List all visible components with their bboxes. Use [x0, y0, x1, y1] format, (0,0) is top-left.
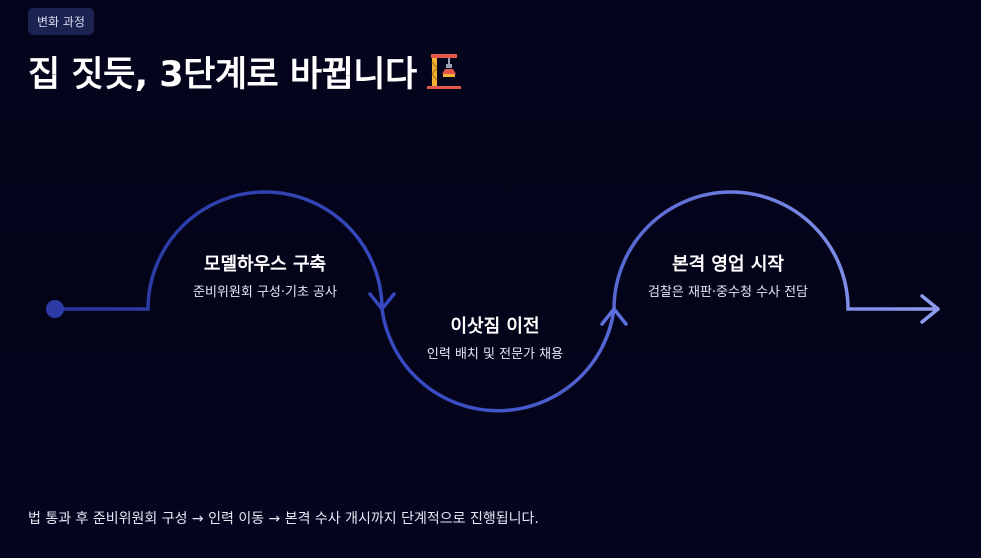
step-1-desc: 준비위원회 구성·기초 공사 — [193, 285, 337, 300]
arrow-up-icon — [600, 307, 628, 326]
title-text: 집 짓듯, 3단계로 바뀝니다 — [28, 55, 417, 95]
step-1-title: 모델하우스 구축 — [203, 254, 327, 275]
step-2-title: 이삿짐 이전 — [450, 316, 540, 337]
step-2-desc: 인력 배치 및 전문가 채용 — [426, 347, 564, 362]
footer-note: 법 통과 후 준비위원회 구성 → 인력 이동 → 본격 수사 개시까지 단계적… — [28, 511, 539, 527]
step-3-desc: 검찰은 재판·중수청 수사 전담 — [647, 285, 809, 300]
section-badge: 변화 과정 — [28, 8, 94, 35]
start-dot — [46, 300, 64, 318]
step-1: 모델하우스 구축 준비위원회 구성·기초 공사 — [160, 250, 370, 302]
flow-line — [53, 190, 940, 413]
step-2: 이삿짐 이전 인력 배치 및 전문가 채용 — [390, 312, 600, 364]
arrow-down-icon — [368, 292, 396, 311]
arrow-right-icon — [920, 294, 940, 324]
step-3: 본격 영업 시작 검찰은 재판·중수청 수사 전담 — [628, 250, 828, 302]
page-title: 집 짓듯, 3단계로 바뀝니다 — [28, 46, 465, 97]
step-3-title: 본격 영업 시작 — [672, 254, 784, 275]
building-construction-icon — [426, 54, 461, 89]
